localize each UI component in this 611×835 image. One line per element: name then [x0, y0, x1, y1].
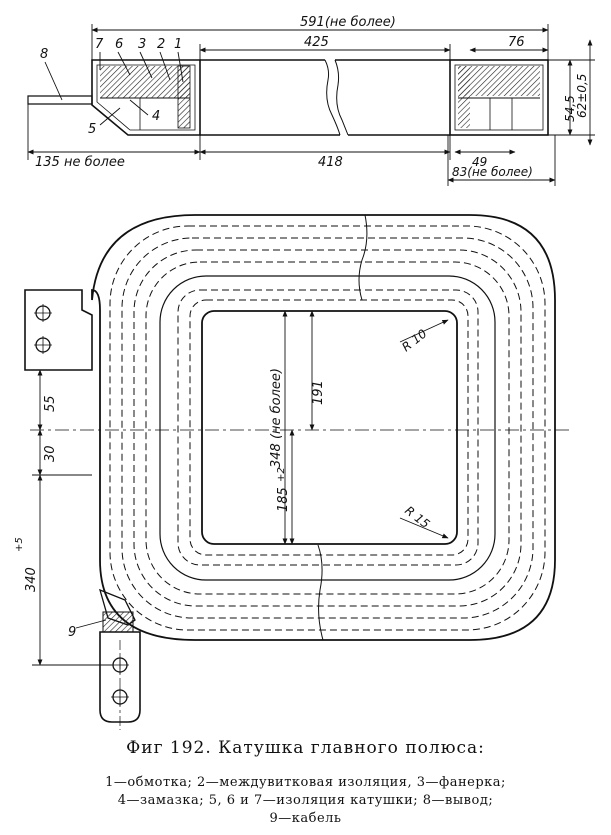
- dim-half-height-tol: +2: [276, 467, 287, 482]
- dim-lead-offset: 135 не более: [35, 155, 125, 170]
- dim-half-height: 185: [276, 487, 291, 512]
- part-label-5: 5: [88, 122, 96, 137]
- legend-line-2: 4—замазка; 5, 6 и 7—изоляция катушки; 8—…: [117, 793, 494, 808]
- dim-height-total: 348 (не более): [269, 368, 284, 468]
- dim-overall-length: 591(не более): [300, 15, 396, 30]
- dim-right-width: 76: [508, 35, 525, 50]
- part-label-9: 9: [68, 625, 76, 640]
- radius-large: R 15: [402, 503, 432, 531]
- part-label-2: 2: [157, 37, 165, 52]
- coil-drawing: 591(не более) 425 76 7 6 3 2 1 8 5 4 135…: [14, 15, 595, 730]
- dim-30: 30: [43, 445, 58, 462]
- dim-height-inner: 54,5: [563, 95, 577, 122]
- part-label-4: 4: [152, 109, 160, 124]
- front-dimension-lines: [32, 310, 449, 666]
- dim-right-total: 83(не более): [452, 165, 533, 179]
- figure-title: Фиг 192. Катушка главного полюса:: [126, 738, 485, 758]
- coil-front-view: [24, 214, 570, 730]
- dim-55: 55: [43, 395, 58, 412]
- part-label-7: 7: [95, 37, 104, 52]
- dim-window-height: 191: [311, 380, 326, 405]
- part-label-3: 3: [138, 37, 146, 52]
- top-section-view: [27, 59, 549, 136]
- legend-line-1: 1—обмотка; 2—междувитковая изоляция, 3—ф…: [105, 775, 506, 790]
- dim-notch: 49: [472, 155, 487, 169]
- dim-340-tol: +5: [14, 537, 25, 552]
- part-label-6: 6: [115, 37, 123, 52]
- dim-height-outer: 62±0,5: [575, 74, 589, 118]
- dim-span: 418: [318, 155, 343, 170]
- top-dimension-lines: [27, 24, 595, 186]
- dim-340: 340: [24, 567, 39, 592]
- part-label-8: 8: [40, 47, 48, 62]
- dim-inner-length: 425: [304, 35, 329, 50]
- part-label-1: 1: [174, 37, 182, 52]
- legend-line-3: 9—кабель: [269, 811, 342, 826]
